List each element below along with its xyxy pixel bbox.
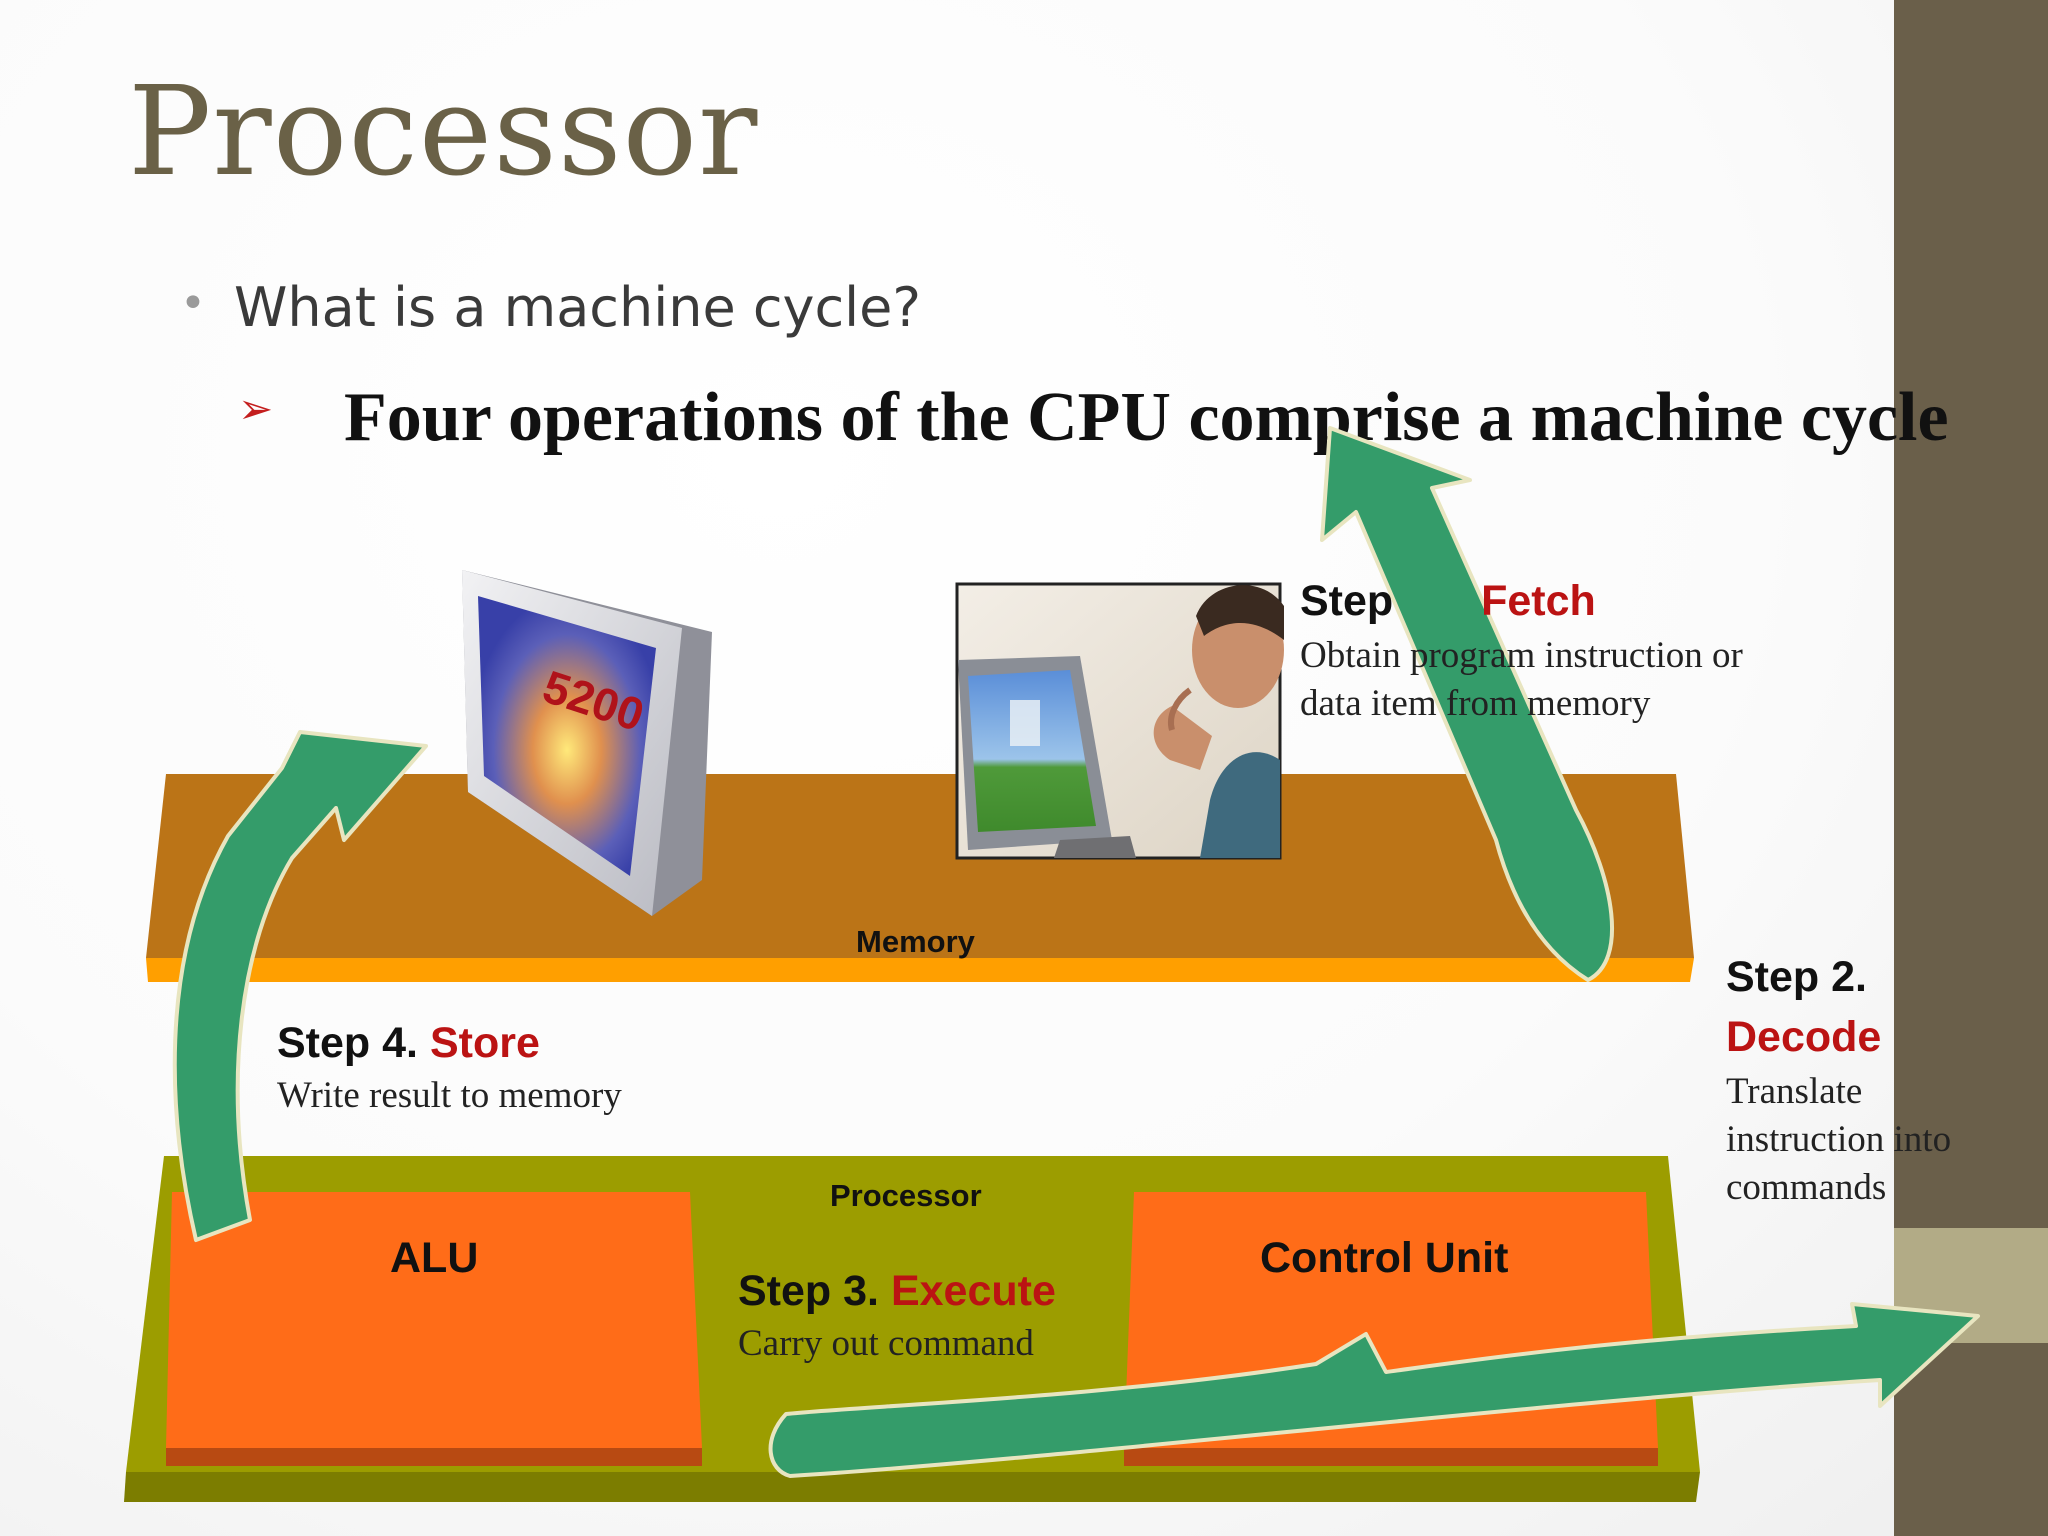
step-decode-prefix: Step 2. [1726,953,1867,1001]
slide-title: Processor [128,60,759,204]
step-execute-heading: Step 3. Execute [738,1266,1056,1318]
sub-bullet-text: Four operations of the CPU comprise a ma… [344,379,1949,456]
memory-label: Memory [856,924,975,959]
alu-block [166,1192,702,1466]
step-execute-description: Carry out command [738,1323,1034,1364]
step-decode-description: Translate instruction into commands [1726,1071,1952,1208]
step-fetch-heading: Step Fetch [1300,576,1596,628]
step-execute-name: Execute [890,1267,1056,1315]
step-store-name: Store [429,1019,540,1067]
step-store-prefix: Step 4. [277,1019,418,1067]
step-decode-name: Decode [1726,1012,1881,1064]
step-fetch-name: Fetch [1481,577,1596,625]
alu-label: ALU [390,1234,479,1282]
bullet-dot-icon: • [180,278,206,329]
bullet-question: What is a machine cycle? [234,276,922,339]
green-cycle-arrow [172,426,1980,1478]
step-store-heading: Step 4. Store [277,1018,540,1070]
processor-label: Processor [830,1178,982,1213]
step-fetch-description: Obtain program instruction or data item … [1300,635,1743,724]
step-store-description: Write result to memory [277,1075,622,1116]
control-unit-label: Control Unit [1260,1234,1509,1282]
person-at-computer-image [955,582,1284,860]
step-fetch-prefix: Step [1300,577,1394,625]
arrow-bullet-icon: ➢ [238,384,274,433]
step-decode-name-text: Decode [1726,1013,1882,1061]
monitor-image [462,570,712,916]
step-execute-prefix: Step 3. [738,1267,879,1315]
